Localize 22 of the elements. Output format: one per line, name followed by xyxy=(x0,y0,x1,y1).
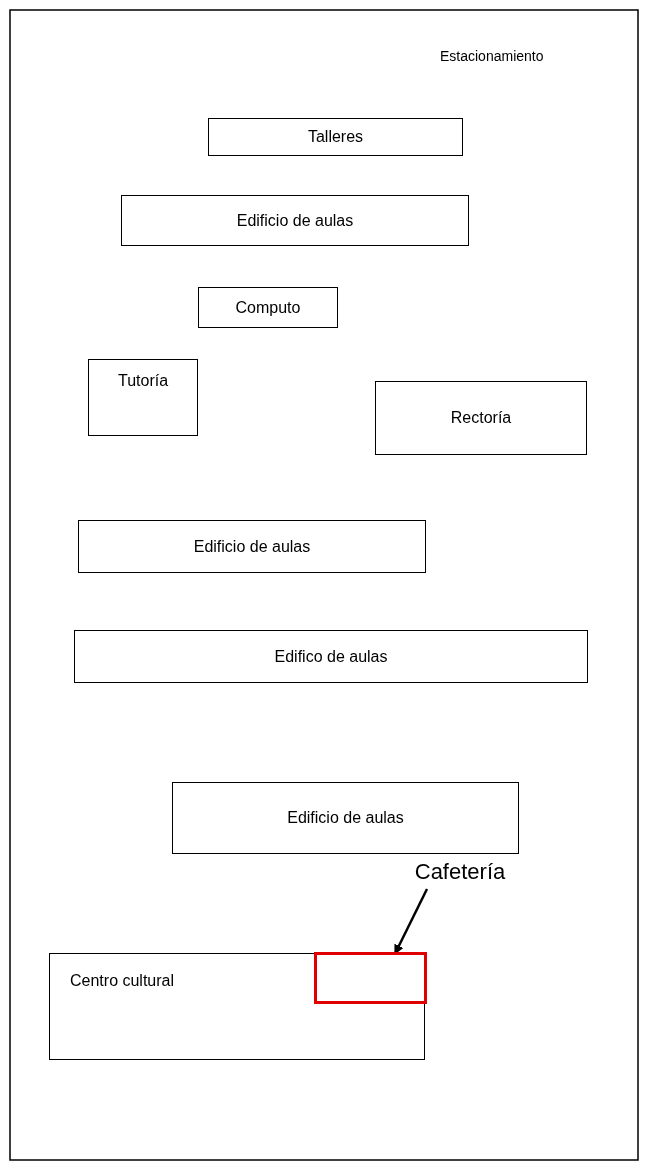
building-block xyxy=(78,520,426,573)
building-name: Computo xyxy=(235,298,301,317)
building-name: Centro cultural xyxy=(70,972,175,990)
building-name: Talleres xyxy=(307,128,364,146)
building-block xyxy=(121,195,469,246)
building-block xyxy=(208,118,463,156)
callout-label: Cafetería xyxy=(405,855,515,889)
building-name: Edificio de aulas xyxy=(236,211,354,230)
building-block xyxy=(198,287,338,328)
highlight-box xyxy=(314,952,427,1004)
building-block xyxy=(49,953,425,1060)
building-name: Edifico de aulas xyxy=(274,647,388,666)
building-name: Edificio de aulas xyxy=(287,809,404,827)
building-block xyxy=(172,782,519,854)
building-block xyxy=(375,381,587,455)
building-name: Rectoría xyxy=(450,409,512,427)
area-label: Estacionamiento xyxy=(440,48,544,64)
arrow xyxy=(394,888,429,955)
building-name: Edificio de aulas xyxy=(193,537,311,556)
building-name: Tutoría xyxy=(117,372,169,390)
building-block xyxy=(88,359,198,436)
building-block xyxy=(74,630,588,683)
